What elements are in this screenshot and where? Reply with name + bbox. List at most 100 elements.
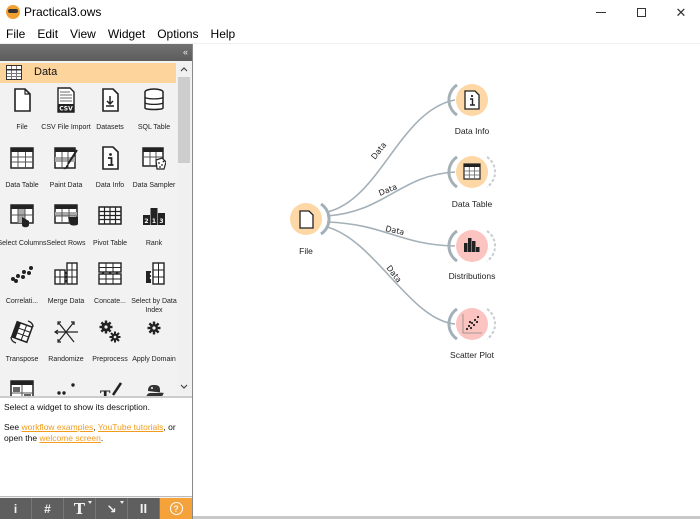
menu-widget[interactable]: Widget <box>107 27 146 41</box>
pause-icon: II <box>139 501 148 516</box>
node-label-file[interactable]: File <box>299 246 313 256</box>
widget-data-info[interactable]: Data Info <box>88 145 132 203</box>
widget-sql-table[interactable]: SQL Table <box>132 87 176 145</box>
widget-label: Paint Data <box>49 182 83 189</box>
menu-options[interactable]: Options <box>157 27 199 41</box>
title-bar: Practical3.ows ✕ <box>0 0 700 25</box>
widget-select-rows[interactable]: Select Rows <box>44 203 88 261</box>
svg-text:2: 2 <box>144 218 148 225</box>
node-label-distributions[interactable]: Distributions <box>448 271 496 281</box>
widget-correlations[interactable]: Correlati... <box>0 261 44 319</box>
widget-label: Select by Data Index <box>131 298 177 314</box>
widget-label: Preprocess <box>92 356 128 363</box>
widget-label: SQL Table <box>137 124 171 131</box>
link-label: Data <box>385 224 406 237</box>
menu-view[interactable]: View <box>70 27 96 41</box>
add-text-annotation-button[interactable]: T <box>64 498 96 519</box>
node-file <box>290 202 331 236</box>
widget-concatenate[interactable]: Concate... <box>88 261 132 319</box>
toolbox-scrollbar[interactable] <box>177 63 191 393</box>
select-index-icon <box>146 262 165 285</box>
help-button[interactable]: ? <box>160 498 192 519</box>
widget-outliers[interactable] <box>44 377 88 396</box>
widget-select-by-data-index[interactable]: Select by Data Index <box>131 261 177 319</box>
apply-domain-icon <box>147 321 161 335</box>
link-file-scatter-plot <box>326 226 456 325</box>
show-info-button[interactable]: i <box>0 498 32 519</box>
widget-label: Select Rows <box>46 240 86 247</box>
widget-transpose[interactable]: Transpose <box>0 319 44 377</box>
transpose-icon <box>10 320 34 344</box>
widget-python-script[interactable] <box>132 377 176 396</box>
canvas-bottom-border <box>193 516 700 519</box>
widget-apply-domain[interactable]: Apply Domain <box>132 319 176 377</box>
description-text: Select a widget to show its description. <box>4 402 150 412</box>
collapse-dock-button[interactable]: « <box>182 47 188 57</box>
align-to-grid-button[interactable]: # <box>32 498 64 519</box>
scroll-thumb[interactable] <box>178 77 190 163</box>
widget-label: Randomize <box>48 356 84 363</box>
pivot-icon <box>98 206 122 225</box>
scroll-up-button[interactable] <box>177 63 191 77</box>
grid-icon: # <box>44 501 51 516</box>
widget-data-table[interactable]: Data Table <box>0 145 44 203</box>
window-title: Practical3.ows <box>24 5 102 19</box>
widget-select-columns[interactable]: Select Columns <box>0 203 47 261</box>
menu-help[interactable]: Help <box>210 27 236 41</box>
orange-app-icon <box>6 5 20 19</box>
menu-edit[interactable]: Edit <box>37 27 59 41</box>
maximize-icon <box>636 8 646 17</box>
widget-edit-domain[interactable]: T <box>88 377 132 396</box>
workflow-examples-link[interactable]: workflow examples <box>21 422 94 432</box>
see-text: See <box>4 422 22 432</box>
workflow-canvas[interactable]: Data Data Data Data <box>193 44 700 516</box>
widget-label: Data Table <box>5 182 39 189</box>
maximize-button[interactable] <box>618 0 664 25</box>
widget-randomize[interactable]: Randomize <box>44 319 88 377</box>
widget-toolbox: Data File CSV CSV File Imp <box>0 61 192 396</box>
node-distributions <box>447 229 496 263</box>
pause-button[interactable]: II <box>128 498 160 519</box>
link-file-distributions <box>326 221 456 247</box>
welcome-screen-link[interactable]: welcome screen <box>39 433 101 443</box>
dock-header: « <box>0 44 192 61</box>
minimize-button[interactable] <box>578 0 624 25</box>
widget-data-sampler[interactable]: Data Sampler <box>132 145 176 203</box>
link-label: Data <box>369 141 388 162</box>
scroll-down-button[interactable] <box>177 379 191 393</box>
randomize-icon <box>54 321 78 343</box>
database-icon <box>144 88 164 111</box>
node-data-table <box>447 155 496 189</box>
widget-csv-file-import[interactable]: CSV CSV File Import <box>41 87 91 145</box>
concatenate-icon <box>98 262 122 285</box>
menu-file[interactable]: File <box>6 27 26 41</box>
widget-impute[interactable] <box>0 377 44 396</box>
paint-icon <box>54 147 78 170</box>
table-icon <box>10 147 34 169</box>
widget-datasets[interactable]: Datasets <box>88 87 132 145</box>
widget-merge-data[interactable]: Merge Data <box>44 261 88 319</box>
add-arrow-annotation-button[interactable]: ↘ <box>96 498 128 519</box>
close-button[interactable]: ✕ <box>658 0 700 25</box>
youtube-tutorials-link[interactable]: YouTube tutorials <box>97 422 164 432</box>
widget-label: Data Info <box>95 182 125 189</box>
select-rows-icon <box>54 204 78 226</box>
widget-file[interactable]: File <box>0 87 44 145</box>
widget-pivot-table[interactable]: Pivot Table <box>88 203 132 261</box>
help-links-text: See workflow examples, YouTube tutorials… <box>4 422 188 444</box>
sampler-icon <box>142 147 166 170</box>
category-data-header[interactable]: Data <box>0 63 176 83</box>
widget-paint-data[interactable]: Paint Data <box>44 145 88 203</box>
node-label-scatter-plot[interactable]: Scatter Plot <box>450 350 494 360</box>
comma-text: , <box>93 422 98 432</box>
help-icon: ? <box>169 502 183 515</box>
node-label-data-table[interactable]: Data Table <box>451 199 493 209</box>
node-label-data-info[interactable]: Data Info <box>454 126 490 136</box>
widget-preprocess[interactable]: Preprocess <box>88 319 132 377</box>
widget-label: Datasets <box>96 124 124 131</box>
info-icon <box>102 146 119 170</box>
merge-icon <box>54 262 78 285</box>
